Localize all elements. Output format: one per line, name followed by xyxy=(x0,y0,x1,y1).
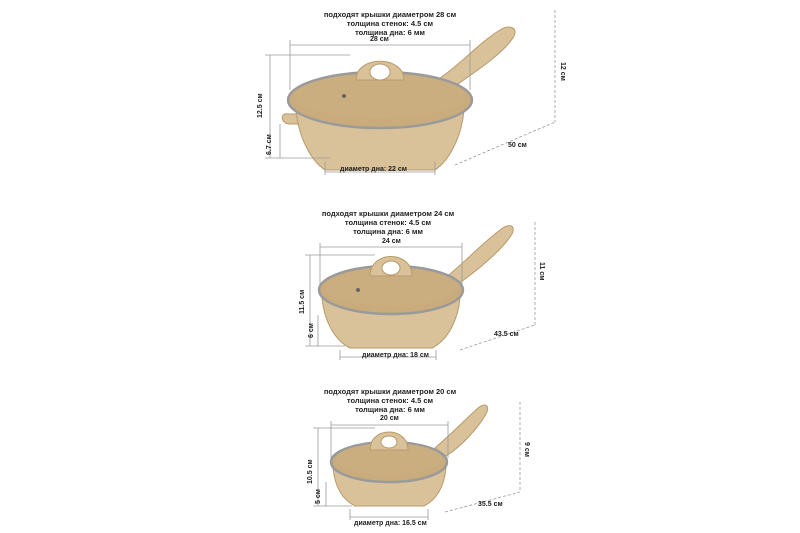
base-diameter-label: диаметр дна: 22 см xyxy=(340,166,407,173)
bottom-thickness-text: толщина дна: 6 мм xyxy=(355,28,425,37)
steam-vent-icon xyxy=(342,94,346,98)
pan-handle-icon xyxy=(434,404,489,457)
diameter-label: 28 см xyxy=(370,36,389,43)
lid-fit-text: подходят крышки диаметром 20 см xyxy=(323,387,457,396)
lid-fit-caption: подходят крышки диаметром 28 см толщина … xyxy=(320,10,460,37)
base-diameter-label: диаметр дна: 18 см xyxy=(362,352,429,359)
wall-thickness-text: толщина стенок: 4.5 см xyxy=(346,396,434,405)
length-label: 43.5 см xyxy=(494,331,519,338)
wall-thickness-text: толщина стенок: 4.5 см xyxy=(346,19,434,28)
length-label: 35.5 см xyxy=(478,501,503,508)
handle-height-label: 9 см xyxy=(523,442,530,457)
bottom-thickness-text: толщина дна: 6 мм xyxy=(353,227,423,236)
total-height-label: 10.5 см xyxy=(307,459,314,484)
lid-fit-caption: подходят крышки диаметром 24 см толщина … xyxy=(318,209,458,236)
bottom-thickness-text: толщина дна: 6 мм xyxy=(355,405,425,414)
diameter-label: 20 см xyxy=(380,415,399,422)
base-diameter-label: диаметр дна: 16.5 см xyxy=(354,520,427,527)
dimension-lines xyxy=(305,222,536,360)
lid-fit-text: подходят крышки диаметром 24 см xyxy=(321,209,455,218)
lid-fit-caption: подходят крышки диаметром 20 см толщина … xyxy=(320,387,460,414)
length-label: 50 см xyxy=(508,142,527,149)
wall-height-label: 5 см xyxy=(315,489,322,504)
diameter-label: 24 см xyxy=(382,238,401,245)
lid-fit-text: подходят крышки диаметром 28 см xyxy=(323,10,457,19)
dimension-lines xyxy=(265,10,556,175)
wall-thickness-text: толщина стенок: 4.5 см xyxy=(344,218,432,227)
steam-vent-icon xyxy=(356,288,360,292)
dimension-lines xyxy=(313,402,521,520)
